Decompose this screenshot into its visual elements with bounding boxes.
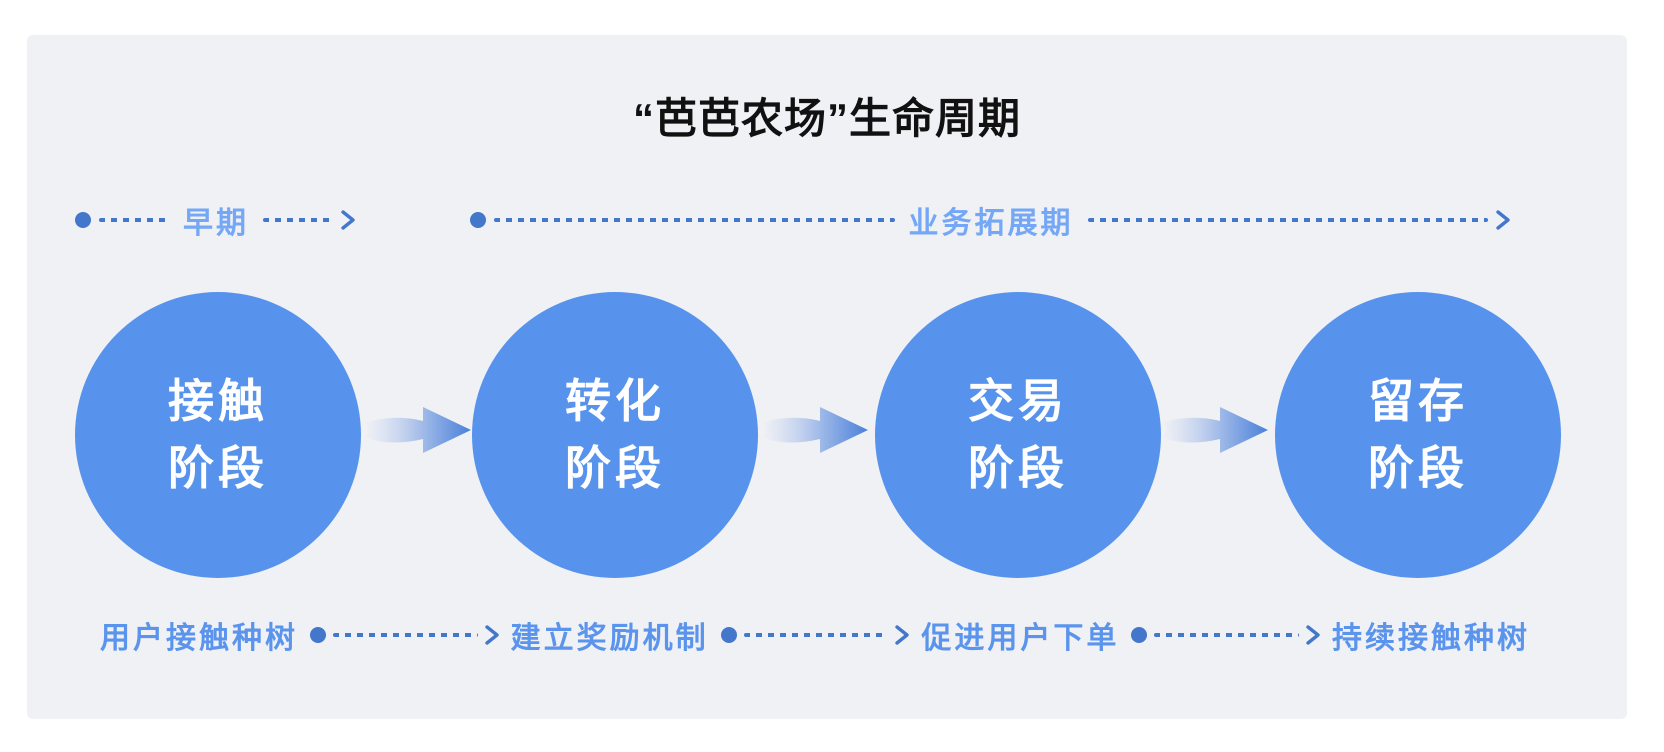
dashed-line xyxy=(99,218,169,222)
caption-connector xyxy=(1131,624,1320,646)
caption-connector xyxy=(310,624,499,646)
connector-dot xyxy=(1131,627,1148,643)
caption-retention: 持续接触种树 xyxy=(1332,622,1531,655)
timeline-expansion-period: 业务拓展期 xyxy=(470,205,1510,240)
dashed-line xyxy=(1087,218,1488,222)
stage-label-line2: 阶段 xyxy=(968,442,1068,494)
stage-label-line1: 接触 xyxy=(168,375,268,428)
arrow-chevron-icon xyxy=(895,625,910,645)
stage-circle-transaction: 交易 阶段 xyxy=(875,292,1161,578)
dashed-line xyxy=(494,218,895,222)
connector-dot xyxy=(720,627,737,643)
timeline-start-dot xyxy=(75,212,91,228)
caption-transaction: 促进用户下单 xyxy=(921,622,1120,655)
stage-label: 交易 阶段 xyxy=(968,368,1068,501)
stage-label-line2: 阶段 xyxy=(168,442,268,494)
stage-circle-conversion: 转化 阶段 xyxy=(472,292,758,578)
stage-label-line2: 阶段 xyxy=(1368,442,1468,494)
arrow-chevron-icon xyxy=(1496,210,1510,230)
gradient-arrow-icon xyxy=(1162,407,1268,453)
arrow-chevron-icon xyxy=(484,625,499,645)
dashed-line xyxy=(743,633,889,637)
timeline-start-dot xyxy=(470,212,486,228)
stage-label-line1: 交易 xyxy=(968,375,1068,428)
connector-dot xyxy=(310,627,326,643)
dashed-line xyxy=(1154,633,1300,637)
gradient-arrow-icon xyxy=(365,407,471,453)
bottom-caption-flow: 用户接触种树 建立奖励机制 促进用户下单 xyxy=(100,613,1530,657)
timeline-early-period: 早期 xyxy=(75,205,355,240)
stage-label: 转化 阶段 xyxy=(565,368,665,501)
timeline-label-expansion: 业务拓展期 xyxy=(908,207,1074,240)
caption-connector xyxy=(720,624,910,646)
gradient-arrow-icon xyxy=(762,407,868,453)
stage-label-line1: 转化 xyxy=(565,375,665,428)
stage-circle-contact: 接触 阶段 xyxy=(75,292,361,578)
stage-label-line1: 留存 xyxy=(1368,375,1468,428)
stage-label: 留存 阶段 xyxy=(1368,368,1468,501)
caption-contact: 用户接触种树 xyxy=(100,622,298,655)
stage-label: 接触 阶段 xyxy=(168,368,268,501)
stage-label-line2: 阶段 xyxy=(565,442,665,494)
timeline-label-early: 早期 xyxy=(183,207,249,240)
caption-conversion: 建立奖励机制 xyxy=(510,622,709,655)
stage-circle-retention: 留存 阶段 xyxy=(1275,292,1561,578)
dashed-line xyxy=(333,633,478,637)
diagram-title: “芭芭农场”生命周期 xyxy=(632,95,1021,142)
lifecycle-panel: “芭芭农场”生命周期 早期 业务拓展期 接触 阶段 xyxy=(27,35,1627,719)
dashed-line xyxy=(263,218,333,222)
arrow-chevron-icon xyxy=(1306,625,1320,645)
arrow-chevron-icon xyxy=(341,210,355,230)
